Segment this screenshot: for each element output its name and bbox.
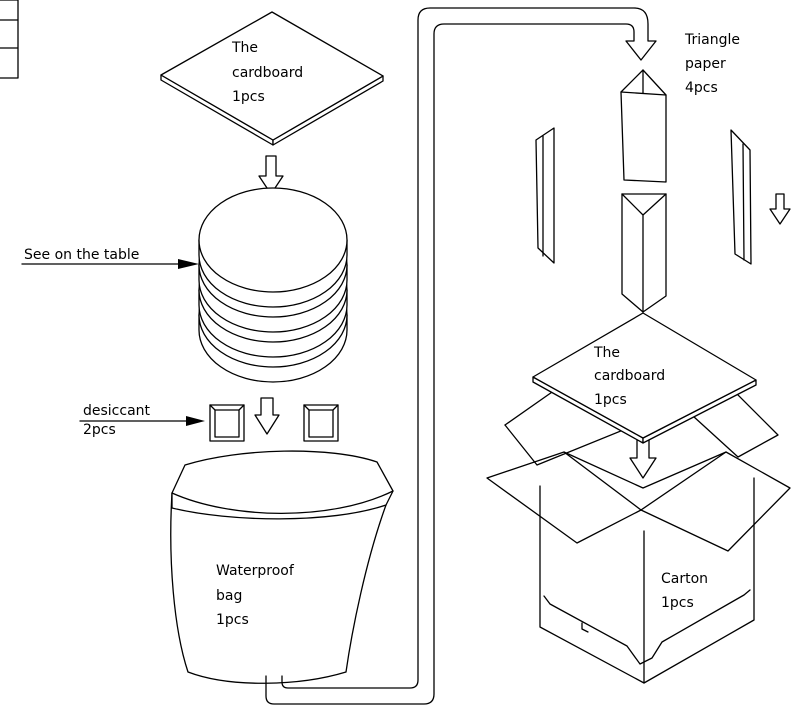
cardboard-carton-label: The cardboard 1pcs	[593, 345, 670, 408]
down-arrow-icon	[254, 397, 280, 435]
waterproof-bag	[170, 450, 394, 684]
desiccant-packet	[209, 404, 245, 442]
cardboard-top-label: The cardboard 1pcs	[231, 40, 308, 105]
table-fragment	[0, 0, 19, 79]
disc-stack	[198, 187, 348, 383]
triangle-paper-left	[535, 127, 555, 264]
cardboard-sheet-carton	[532, 312, 757, 444]
carton-label: Carton 1pcs	[661, 571, 713, 611]
desiccant-label: desiccant 2pcs	[83, 403, 154, 438]
waterproof-bag-label: Waterproof bag 1pcs	[216, 563, 298, 628]
desiccant-packet	[303, 404, 339, 442]
desiccant-arrowhead	[186, 416, 205, 426]
down-arrow-icon	[258, 155, 284, 195]
triangle-paper-bottom	[621, 193, 667, 313]
flow-pipe	[265, 7, 657, 705]
callout-arrowhead	[178, 259, 199, 269]
down-arrow-icon	[769, 193, 791, 225]
triangle-paper-label: Triangle paper 4pcs	[684, 32, 744, 96]
triangle-paper-top	[620, 69, 667, 183]
triangle-paper-right	[730, 129, 752, 265]
down-arrow-icon	[629, 439, 657, 479]
cardboard-sheet-top	[160, 11, 384, 146]
see-table-label: See on the table	[24, 247, 139, 263]
